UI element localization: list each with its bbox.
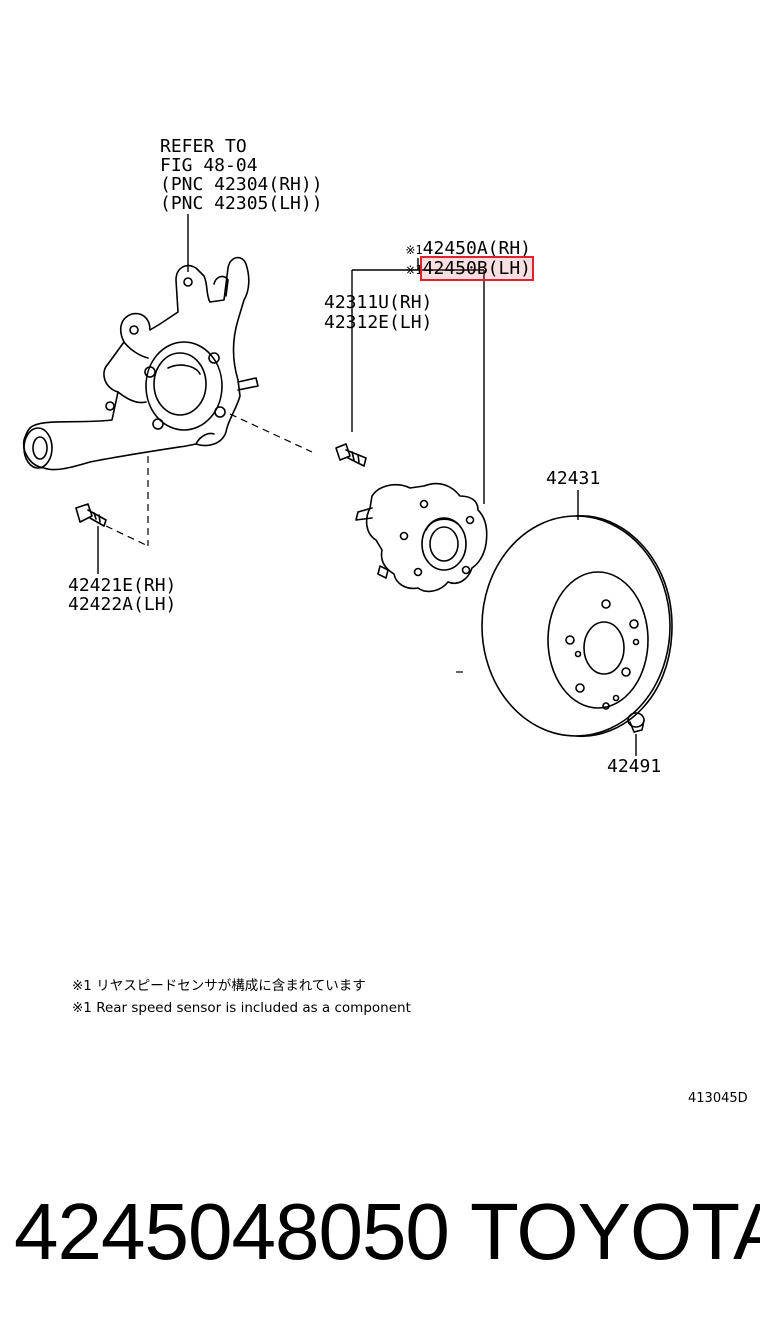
hub-assembly-lh-label-highlighted[interactable]: 42450B(LH) [419, 256, 535, 281]
disc-label: 42431 [546, 468, 601, 489]
hub-mark-lh: ※1 [405, 263, 423, 277]
footer-brand: TOYOTA [470, 1187, 760, 1276]
hub-bolt [335, 443, 367, 467]
hub-bolt-lh-label: 42312E(LH) [324, 312, 433, 333]
knuckle-bolt-lh-label: 42422A(LH) [68, 594, 177, 615]
hub-assembly-rh-label: 42450A(RH) [422, 238, 532, 259]
knuckle-bolt-rh-label: 42421E(RH) [68, 575, 177, 596]
dash-axis-knuckle-hub [229, 413, 313, 453]
note-japanese: ※1 リヤスピードセンサが構成に含まれています [72, 978, 366, 994]
disc-screw-label: 42491 [607, 756, 662, 777]
dash-knuckle-bolt-axis [105, 525, 149, 547]
knuckle-ref-line1: REFER TO [160, 136, 247, 157]
knuckle-bolt [75, 503, 107, 527]
knuckle-ref-line4: (PNC 42305(LH)) [160, 193, 323, 214]
figure-code: 413045D [688, 1091, 748, 1106]
disc-screw [627, 712, 645, 733]
brake-disc [481, 515, 673, 737]
knuckle-ref-line3: (PNC 42304(RH)) [160, 174, 323, 195]
steering-knuckle [22, 256, 259, 471]
footer-part-number: 4245048050 [14, 1187, 450, 1276]
knuckle-ref-line2: FIG 48-04 [160, 155, 258, 176]
hub-bearing-assembly [355, 482, 488, 593]
note-english: ※1 Rear speed sensor is included as a co… [72, 1000, 411, 1016]
leader-hub-assembly-bracket [351, 258, 485, 504]
hub-mark-rh: ※1 [405, 243, 423, 257]
hub-bolt-rh-label: 42311U(RH) [324, 292, 433, 313]
